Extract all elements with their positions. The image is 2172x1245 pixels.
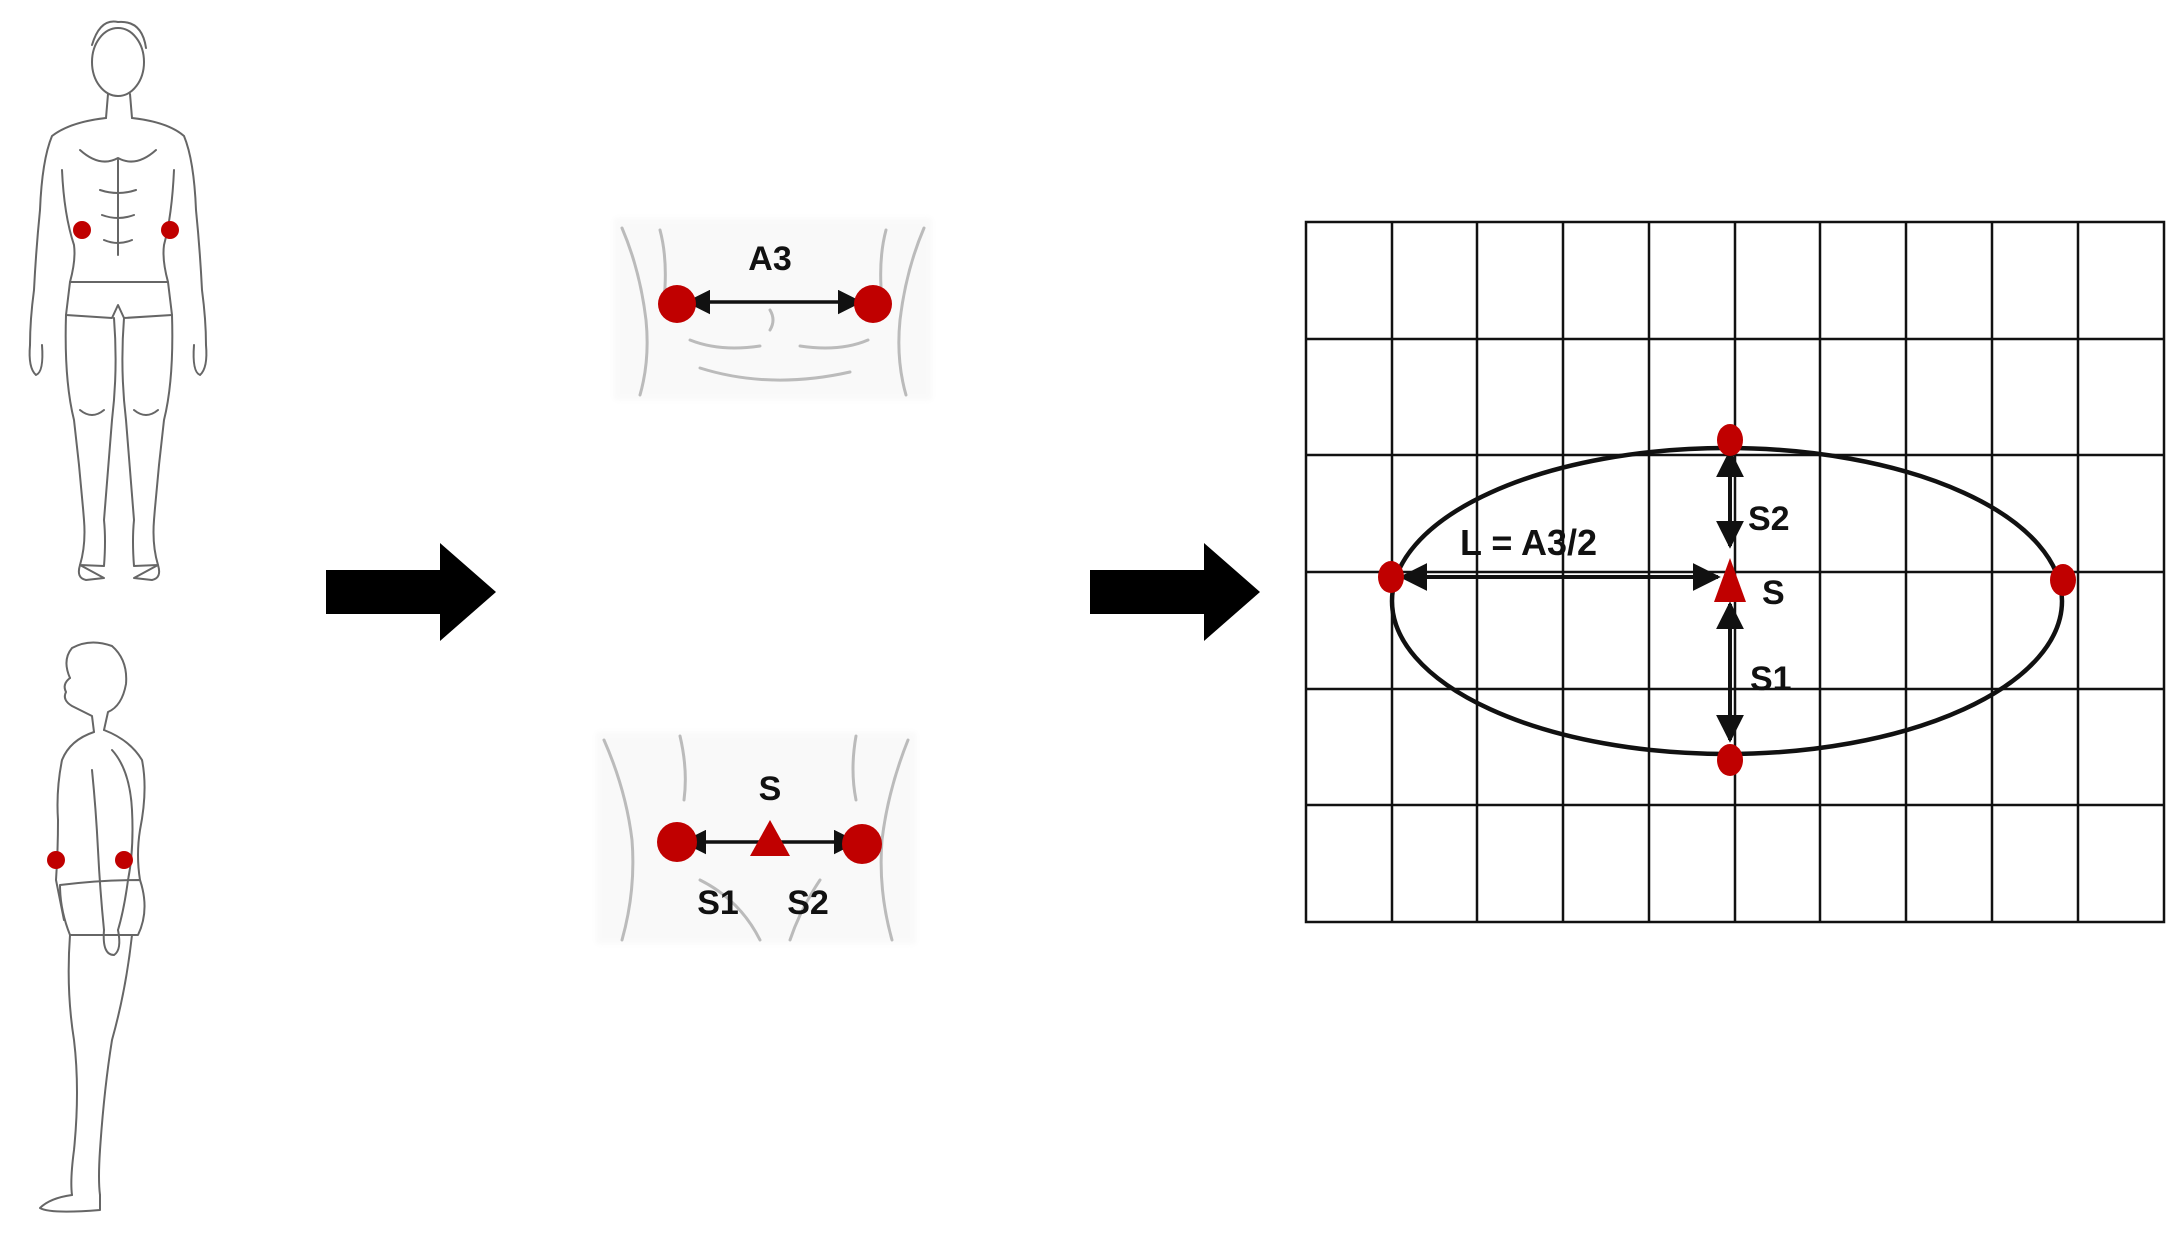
side-closeup-panel: S S1 S2 bbox=[596, 732, 916, 944]
front-figure-right-marker bbox=[161, 221, 179, 239]
ellipse-s2-label: S2 bbox=[1748, 500, 1790, 538]
side-figure-back-marker bbox=[115, 851, 133, 869]
side-closeup-s-label: S bbox=[759, 770, 782, 808]
side-closeup-s2-label: S2 bbox=[787, 884, 829, 922]
ellipse-bottom-point bbox=[1717, 744, 1743, 776]
l-radius-label: L = A3/2 bbox=[1460, 522, 1597, 563]
front-closeup-left-marker bbox=[658, 285, 696, 323]
flow-arrow-1 bbox=[326, 543, 496, 641]
flow-arrow-2 bbox=[1090, 543, 1260, 641]
side-figure-front-marker bbox=[47, 851, 65, 869]
front-closeup-right-marker bbox=[854, 285, 892, 323]
front-closeup-panel: A3 bbox=[614, 218, 932, 400]
a3-label: A3 bbox=[748, 240, 791, 278]
front-figure-left-marker bbox=[73, 221, 91, 239]
ellipse-s-label: S bbox=[1762, 574, 1785, 612]
side-closeup-right-marker bbox=[842, 824, 882, 864]
human-figure-front-icon bbox=[28, 20, 208, 581]
ellipse-top-point bbox=[1717, 424, 1743, 456]
side-closeup-s-marker bbox=[750, 820, 790, 856]
human-figure-side-icon bbox=[39, 641, 146, 1213]
ellipse-s1-label: S1 bbox=[1750, 660, 1792, 698]
ellipse-center-s-marker bbox=[1714, 558, 1746, 602]
side-closeup-left-marker bbox=[657, 822, 697, 862]
ellipse-right-point bbox=[2050, 564, 2076, 596]
ellipse-left-point bbox=[1378, 561, 1404, 593]
side-closeup-s1-label: S1 bbox=[697, 884, 739, 922]
